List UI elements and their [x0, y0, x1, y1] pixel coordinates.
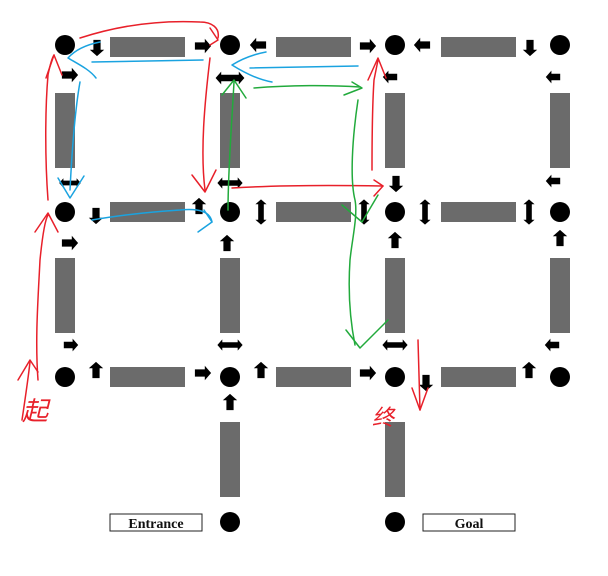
- arrow-double-horizontal-icon: [217, 339, 243, 351]
- arrow-left-icon: [545, 70, 561, 84]
- road-v-D2-D3: [550, 258, 570, 333]
- road-v-C1-C2: [385, 93, 405, 168]
- node-A2: [55, 202, 75, 222]
- road-v-A2-A3: [55, 258, 75, 333]
- arrow-down-icon: [388, 175, 404, 193]
- node-D3: [550, 367, 570, 387]
- arrow-down-right-icon: [194, 38, 212, 54]
- end-label: 终: [372, 406, 396, 431]
- road-v-B1-B2: [220, 93, 240, 168]
- road-v-B2-B3: [220, 258, 240, 333]
- arrow-left-icon: [544, 338, 560, 352]
- node-C2: [385, 202, 405, 222]
- direction-arrows: [59, 37, 568, 411]
- arrow-up-right-icon: [359, 365, 377, 381]
- entrance-node: [220, 512, 240, 532]
- arrow-up-icon: [521, 361, 537, 379]
- road-h-B1-C1: [276, 37, 351, 57]
- nodes: [55, 35, 570, 532]
- road-h-A3-B3: [110, 367, 185, 387]
- road-h-C3-D3: [441, 367, 516, 387]
- arrow-up-icon: [253, 361, 269, 379]
- arrow-double-vertical-icon: [419, 199, 431, 225]
- node-B2: [220, 202, 240, 222]
- road-h-B2-C2: [276, 202, 351, 222]
- arrow-double-vertical-icon: [255, 199, 267, 225]
- road-h-B3-C3: [276, 367, 351, 387]
- node-B1: [220, 35, 240, 55]
- arrow-up-icon: [222, 393, 238, 411]
- arrow-right-icon: [63, 338, 79, 352]
- node-D1: [550, 35, 570, 55]
- annotation-red-route: [17, 20, 429, 421]
- arrow-down-icon: [418, 374, 434, 392]
- road-h-C1-D1: [441, 37, 516, 57]
- road-v-C3-goal: [385, 422, 405, 497]
- start-label: 起: [22, 397, 51, 427]
- goal-label: Goal: [455, 517, 484, 532]
- annotation-green-route: [221, 79, 389, 349]
- arrow-up-icon: [387, 231, 403, 249]
- arrow-down-icon: [88, 207, 104, 225]
- arrow-up-icon: [88, 361, 104, 379]
- arrow-right-icon: [61, 67, 79, 83]
- node-C1: [385, 35, 405, 55]
- arrow-down-right-icon: [359, 38, 377, 54]
- arrow-double-horizontal-icon: [382, 339, 408, 351]
- road-v-B3-entrance: [220, 422, 240, 497]
- roads: [55, 37, 570, 497]
- arrow-left-down-icon: [413, 37, 431, 53]
- arrow-up-icon: [552, 229, 568, 247]
- road-v-C2-C3: [385, 258, 405, 333]
- arrow-up-right-icon: [61, 235, 79, 251]
- road-v-D1-D2: [550, 93, 570, 168]
- arrow-up-right-icon: [194, 365, 212, 381]
- legend: Entrance Goal: [109, 513, 516, 532]
- entrance-label: Entrance: [128, 517, 183, 532]
- node-C3: [385, 367, 405, 387]
- arrow-up-left-icon: [219, 234, 235, 252]
- node-D2: [550, 202, 570, 222]
- arrow-left-icon: [249, 37, 267, 53]
- goal-label-box: [422, 513, 516, 532]
- annotation-blue-route: [57, 41, 359, 233]
- entrance-label-box: [109, 513, 203, 532]
- road-h-C2-D2: [441, 202, 516, 222]
- arrow-down-icon: [522, 39, 538, 57]
- node-A3: [55, 367, 75, 387]
- arrow-double-horizontal-icon: [215, 71, 245, 85]
- goal-node: [385, 512, 405, 532]
- road-v-A1-A2: [55, 93, 75, 168]
- road-h-A1-B1: [110, 37, 185, 57]
- arrow-double-vertical-icon: [523, 199, 535, 225]
- arrow-left-icon: [545, 174, 561, 188]
- node-B3: [220, 367, 240, 387]
- node-A1: [55, 35, 75, 55]
